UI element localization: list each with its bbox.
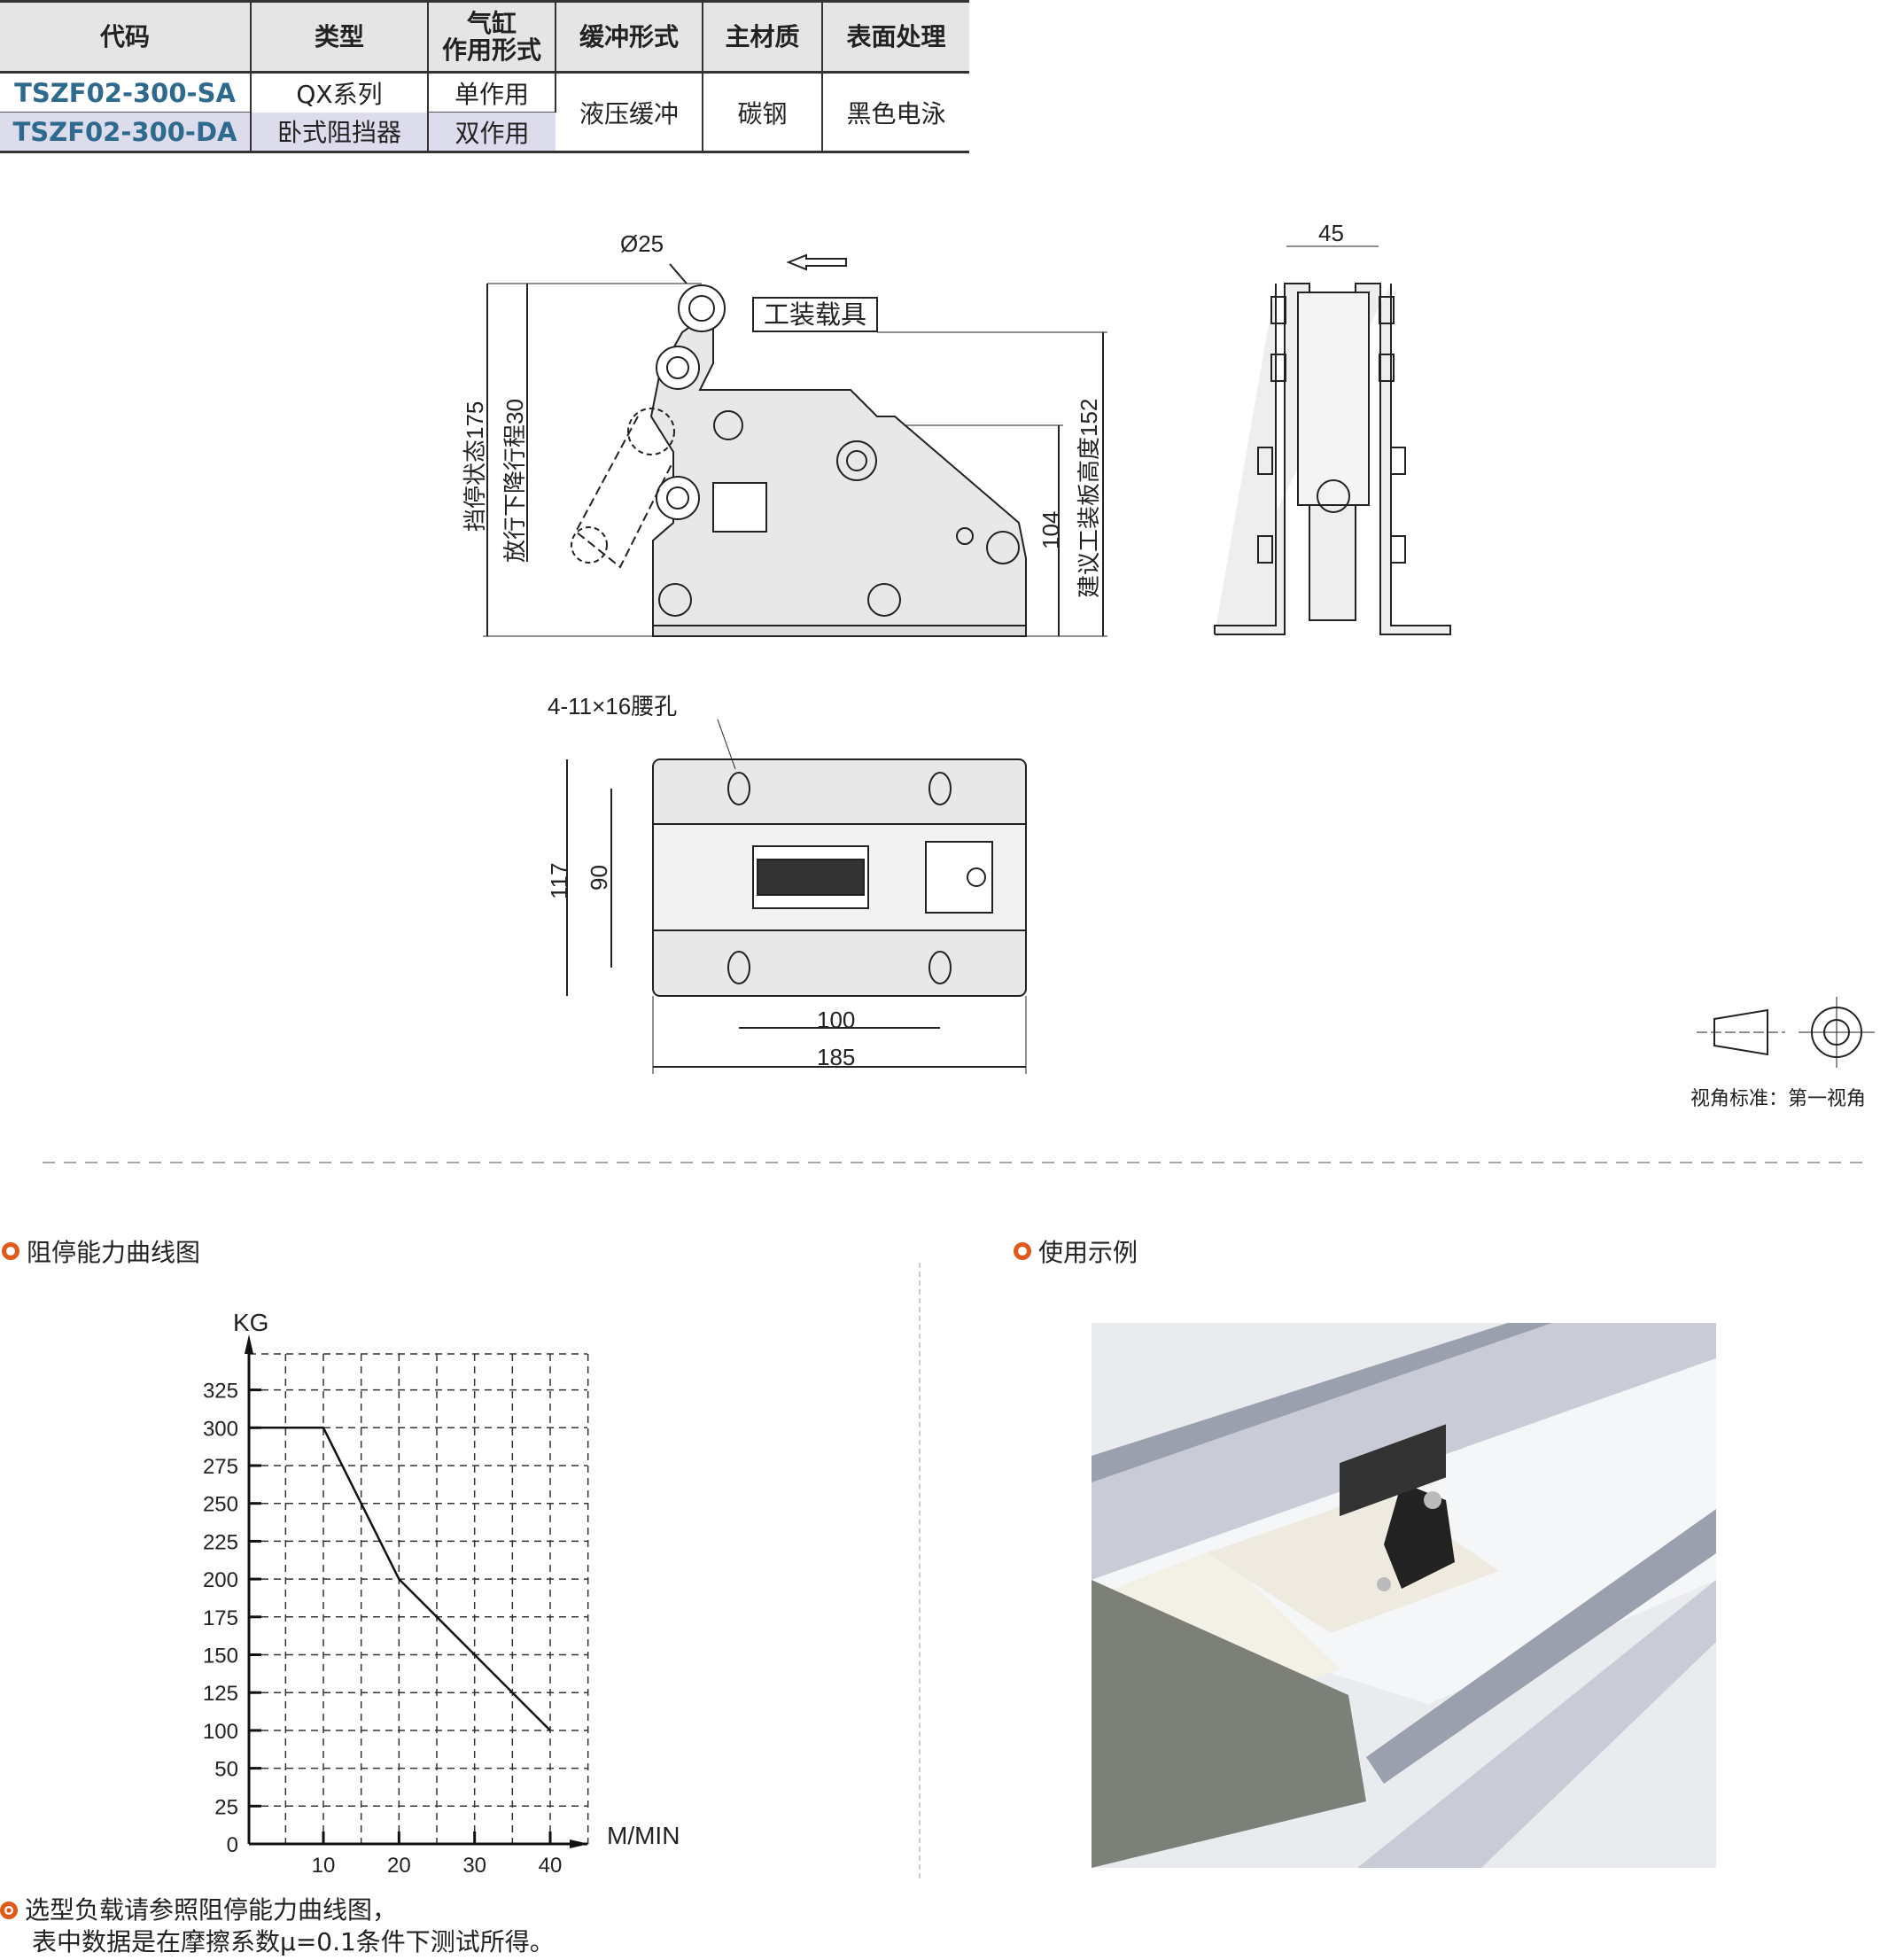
cell-action: 双作用 [428,112,556,152]
table-row: TSZF02-300-SA QX系列 单作用 液压缓冲 碳钢 黑色电泳 [0,72,969,152]
selection-note: 选型负载请参照阻停能力曲线图， 表中数据是在摩擦系数μ=0.1条件下测试所得。 [0,1894,555,1958]
y-tick-label: 125 [203,1682,238,1706]
cell-material: 碳钢 [703,72,823,152]
x-tick-label: 20 [387,1854,411,1878]
chart-section-title: 阻停能力曲线图 [2,1233,200,1269]
header-buffer: 缓冲形式 [556,1,703,73]
cell-code: TSZF02-300-SA [0,72,252,113]
x-tick-label: 40 [539,1854,563,1878]
cell-code: TSZF02-300-DA [0,112,252,152]
view-standard-label: 视角标准：第一视角 [1690,1088,1867,1110]
y-tick-label: 325 [203,1380,238,1404]
dia-label: Ø25 [620,230,664,257]
header-code: 代码 [0,1,252,73]
cell-type-line1: QX系列 [251,72,429,113]
chart-section-title-text: 阻停能力曲线图 [27,1238,201,1267]
y-axis-label: KG [233,1309,268,1336]
example-section-title-text: 使用示例 [1038,1238,1138,1267]
column-divider [919,1263,921,1878]
header-cyl-line1: 气缸 [466,8,517,38]
dim-release-travel: 放行下降行程30 [501,399,528,563]
y-tick-label: 0 [227,1833,238,1857]
dim-stop-state: 挡停状态175 [462,401,488,532]
usage-example-image [1092,1323,1716,1868]
cell-type-line2: 卧式阻挡器 [251,112,429,152]
x-tick-label: 10 [312,1854,336,1878]
front-view: Ø25 工装载具 挡停状态175 放行下降行程30 104 建议工装板高度152 [462,230,1107,637]
y-tick-label: 225 [203,1530,238,1554]
x-tick-label: 30 [462,1854,486,1878]
y-tick-label: 200 [203,1568,238,1592]
dim-117: 117 [546,863,572,899]
example-section-title: 使用示例 [1014,1233,1138,1269]
technical-drawings: Ø25 工装载具 挡停状态175 放行下降行程30 104 建议工装板高度152… [43,220,1875,1163]
y-tick-label: 300 [203,1417,238,1441]
top-view: 4-11×16腰孔 117 90 100 185 [546,693,1027,1074]
y-tick-label: 25 [214,1795,238,1819]
x-axis-label: M/MIN [607,1822,680,1849]
cell-buffer: 液压缓冲 [556,72,703,152]
cell-action: 单作用 [428,72,556,113]
side-view: 45 [1214,220,1451,635]
x-axis-arrow [570,1839,589,1848]
capacity-curve [249,1427,551,1731]
dim-90: 90 [586,865,612,891]
y-tick-label: 275 [203,1455,238,1479]
y-axis-arrow [245,1334,253,1354]
slot-label: 4-11×16腰孔 [548,693,677,719]
header-material: 主材质 [703,1,823,73]
header-surface: 表面处理 [846,21,946,51]
conveyor-illustration [1092,1323,1716,1868]
note-line1: 选型负载请参照阻停能力曲线图， [25,1895,398,1925]
spec-table: 代码 类型 气缸作用形式 缓冲形式 主材质 表面处理 TSZF02-300-SA… [0,0,969,153]
circle-bullet-icon [2,1242,19,1260]
y-tick-label: 150 [203,1645,238,1668]
table-row: TSZF02-300-DA 卧式阻挡器 双作用 [0,112,969,152]
cell-surface: 黑色电泳 [846,98,946,128]
note-line2: 表中数据是在摩擦系数μ=0.1条件下测试所得。 [32,1927,555,1956]
header-type: 类型 [251,1,429,73]
y-tick-label: 100 [203,1720,238,1744]
y-tick-label: 50 [214,1758,238,1782]
y-tick-label: 175 [203,1606,238,1630]
carrier-label: 工装载具 [764,300,866,330]
header-cylinder-action: 气缸作用形式 [428,1,556,73]
header-cyl-line2: 作用形式 [441,35,541,65]
dim-100: 100 [817,1007,855,1033]
dim-board-height: 建议工装板高度152 [1076,399,1102,598]
bullet-icon [0,1902,18,1919]
stop-capacity-chart: 0 25 50 100 125 150 175 200 225 250 275 300 325 10 20 3… [203,1309,680,1878]
y-tick-label: 250 [203,1493,238,1517]
circle-bullet-icon [1014,1242,1031,1260]
dim-width-side: 45 [1318,220,1344,246]
dim-104: 104 [1037,511,1064,549]
first-angle-projection-icon [1697,997,1875,1068]
dim-185: 185 [817,1044,855,1070]
